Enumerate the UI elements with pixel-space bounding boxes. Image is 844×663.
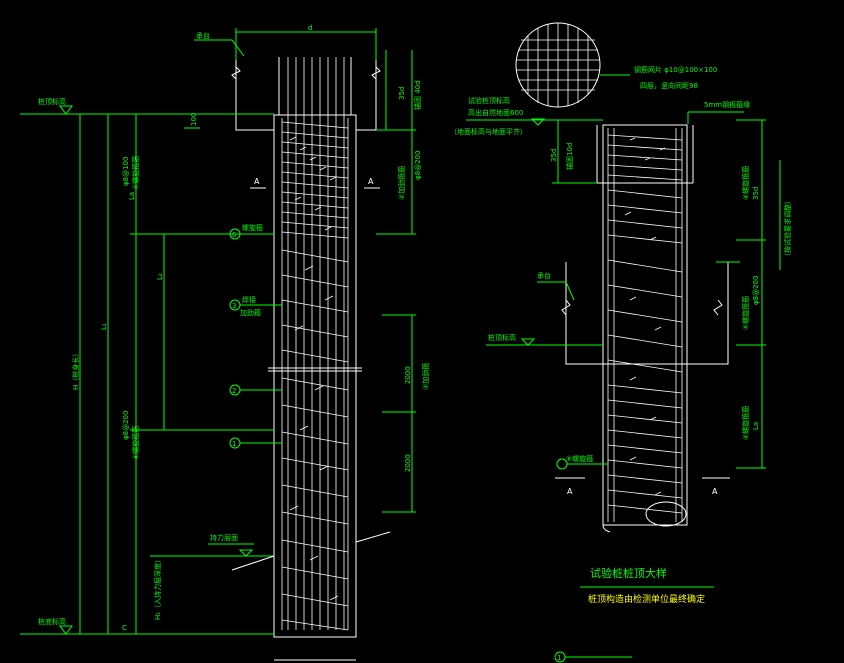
left-H-label: H（桩身长） <box>71 350 80 390</box>
svg-text:35d: 35d <box>752 187 760 200</box>
right-cap-outline <box>565 262 729 365</box>
left-L1-label: L₁ <box>100 323 108 330</box>
right-pile-top-marker: 桩顶标高 <box>486 333 603 346</box>
svg-text:φ8@200: φ8@200 <box>752 276 760 305</box>
left-dim-2000a: 2000 <box>404 366 412 384</box>
svg-text:La: La <box>752 422 760 430</box>
svg-text:⑥螺旋箍: ⑥螺旋箍 <box>566 454 593 463</box>
right-test-top-2: 高出自然地面600 <box>468 108 523 117</box>
right-rebars <box>607 128 683 522</box>
right-test-top-3: （地面标高与地面平齐） <box>450 127 527 136</box>
left-right-rebar: ②加劲箍筋 <box>397 166 406 200</box>
left-section-a-right: A <box>368 177 374 186</box>
left-L2-label: L₂ <box>156 273 164 280</box>
left-pile-bottom-marker: 桩底标高 <box>20 617 274 635</box>
right-spiral-top: ④螺旋箍筋 <box>741 166 750 200</box>
left-dim-2000b: 2000 <box>404 454 412 472</box>
svg-text:螺旋箍: 螺旋箍 <box>242 223 263 232</box>
left-hoop-note: ③加劲箍 <box>421 363 430 390</box>
left-spiral-stirrup-tight <box>281 121 349 239</box>
left-pile-detail: d 承台 桩顶标高 桩底标高 H（桩身长） L₁ L₂ La ④螺旋箍筋 φ8@… <box>20 24 430 661</box>
left-callout-6: 6 螺旋箍 <box>229 223 263 240</box>
right-pile-detail: 钢筋网片 φ10@100×100 四层，竖向间距98 5mm钢板箍缘 试验桩顶标… <box>450 22 792 663</box>
left-spiral-loose: ⑤螺旋箍筋 <box>131 426 140 460</box>
svg-text:1: 1 <box>557 654 561 662</box>
left-callout-1: 1 <box>229 437 282 449</box>
left-anchor-dim: 35d <box>398 87 406 100</box>
left-pile-top-marker: 桩顶标高 <box>20 97 274 115</box>
right-pile-outline <box>602 124 688 526</box>
right-title: 试验桩桩顶大样 <box>590 566 667 580</box>
svg-text:100: 100 <box>190 113 198 126</box>
right-spiral-bot: ④螺旋箍筋 <box>741 406 750 440</box>
svg-text:1: 1 <box>232 440 236 448</box>
left-spiral-tight: ④螺旋箍筋 <box>131 156 140 190</box>
right-dim-35d: 35d <box>550 149 558 162</box>
left-cap-outline <box>235 57 377 131</box>
svg-text:6: 6 <box>232 231 237 239</box>
left-top-rebars <box>281 57 349 630</box>
left-bearing-layer: 持力层面 <box>208 531 391 571</box>
right-mesh-label: 钢筋网片 φ10@100×100 <box>634 65 717 74</box>
svg-text:持力层面: 持力层面 <box>210 533 238 542</box>
left-callout-2: 2 <box>229 384 282 396</box>
right-stirrup-callout: ⑥螺旋箍 <box>556 454 608 470</box>
right-mesh-circle <box>515 22 601 108</box>
right-plate-label: 5mm钢板箍缘 <box>704 100 750 109</box>
svg-text:锚固 40d: 锚固 40d <box>413 80 422 110</box>
right-subtitle: 桩顶构造由检测单位最终确定 <box>588 593 705 605</box>
svg-text:φ8@200: φ8@200 <box>414 151 422 180</box>
right-pile-bottom-ellipse <box>645 501 687 527</box>
svg-text:桩底标高: 桩底标高 <box>38 617 66 626</box>
left-callout-3: 3 焊接 加劲箍 <box>229 295 282 317</box>
left-pile-outline <box>273 114 357 638</box>
left-section-a-left: A <box>254 177 260 186</box>
svg-text:桩顶标高: 桩顶标高 <box>38 97 66 106</box>
right-mesh-note: 四层，竖向间距98 <box>640 81 698 90</box>
svg-text:加劲箍: 加劲箍 <box>240 308 261 317</box>
left-top-dim: d <box>308 24 312 32</box>
svg-text:2: 2 <box>232 387 236 395</box>
svg-text:3: 3 <box>232 302 236 310</box>
left-La-label: La <box>128 192 136 200</box>
right-section-a-left: A <box>567 487 573 496</box>
right-spiral-mid: ⑤螺旋箍筋 <box>741 296 750 330</box>
right-cap-label: 承台 <box>537 271 551 280</box>
svg-text:φ8@200: φ8@200 <box>122 411 130 440</box>
right-test-top-1: 试验桩顶标高 <box>468 96 510 105</box>
right-bottom-callout: 1 <box>554 651 632 663</box>
right-anchor: 锚固10d <box>565 143 574 170</box>
svg-text:桩顶标高: 桩顶标高 <box>488 333 516 342</box>
svg-text:φ8@100: φ8@100 <box>122 157 130 186</box>
left-spiral-stirrup-loose <box>281 249 349 631</box>
left-cap-label: 承台 <box>196 31 210 40</box>
right-height-note: （按试验要求调整） <box>783 197 792 260</box>
right-spiral-stirrup <box>607 134 683 514</box>
left-bottom-h1: H₁（入持力层深度） <box>153 556 162 620</box>
right-section-a-right: A <box>712 487 718 496</box>
left-bottom-c: C <box>122 624 127 632</box>
svg-text:焊接: 焊接 <box>242 295 256 304</box>
